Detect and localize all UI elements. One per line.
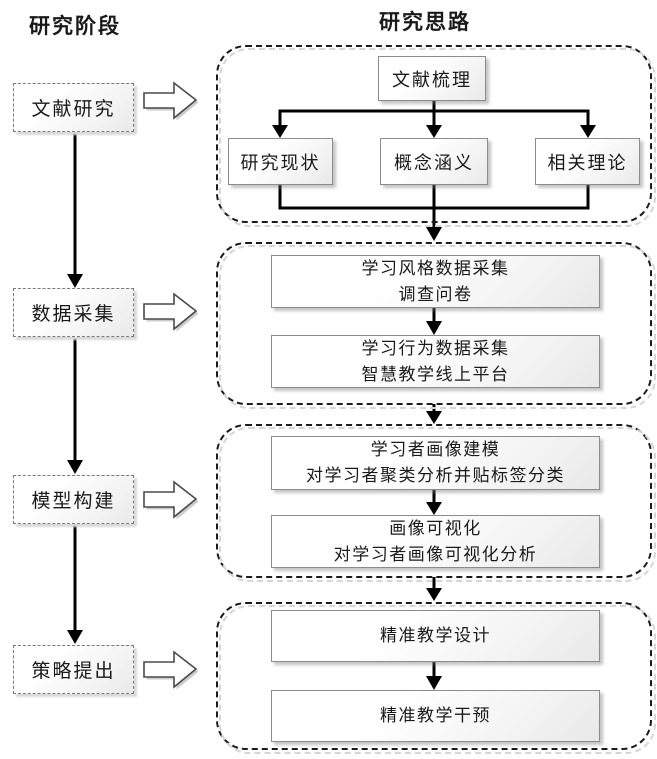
stage-model-building: 模型构建 <box>13 475 134 524</box>
box-literature-review: 文献梳理 <box>378 56 486 101</box>
container-literature <box>216 45 652 223</box>
stage-data-collection: 数据采集 <box>13 288 134 337</box>
stage-strategy-proposal: 策略提出 <box>13 645 134 694</box>
box-related-theory: 相关理论 <box>535 138 640 185</box>
block-arrow-right-icon <box>143 292 199 332</box>
stage-literature-research: 文献研究 <box>13 83 134 132</box>
block-arrow-right-icon <box>143 650 199 690</box>
arrow-down-icon <box>67 524 83 644</box>
arrow-down-icon <box>67 131 83 288</box>
box-precision-teaching-intervention: 精准教学干预 <box>271 690 600 742</box>
container-data-collection <box>216 242 652 405</box>
box-concept-meaning: 概念涵义 <box>380 138 488 185</box>
box-line: 精准教学干预 <box>380 706 491 725</box>
box-line: 学习行为数据采集 <box>361 338 510 358</box>
container-model-building <box>216 424 652 578</box>
box-line: 精准教学设计 <box>380 626 491 645</box>
right-column-title: 研究思路 <box>379 10 471 34</box>
box-line: 对学习者画像可视化分析 <box>333 544 538 564</box>
box-learner-profile-modeling: 学习者画像建模 对学习者聚类分析并贴标签分类 <box>271 436 600 490</box>
box-line: 学习风格数据采集 <box>361 258 510 278</box>
box-learning-style-data: 学习风格数据采集 调查问卷 <box>271 255 600 308</box>
box-line: 画像可视化 <box>389 518 482 538</box>
box-research-status: 研究现状 <box>228 138 333 185</box>
block-arrow-right-icon <box>143 480 199 520</box>
left-column-title: 研究阶段 <box>29 14 121 38</box>
box-learning-behavior-data: 学习行为数据采集 智慧教学线上平台 <box>271 335 600 388</box>
box-precision-teaching-design: 精准教学设计 <box>271 610 600 662</box>
box-line: 学习者画像建模 <box>370 440 501 459</box>
arrow-down-icon <box>67 337 83 474</box>
block-arrow-right-icon <box>143 81 199 121</box>
box-line: 调查问卷 <box>398 284 473 304</box>
box-line: 对学习者聚类分析并贴标签分类 <box>306 466 565 485</box>
container-strategy <box>216 602 652 750</box>
box-line: 智慧教学线上平台 <box>361 364 510 384</box>
box-profile-visualization: 画像可视化 对学习者画像可视化分析 <box>271 515 600 568</box>
